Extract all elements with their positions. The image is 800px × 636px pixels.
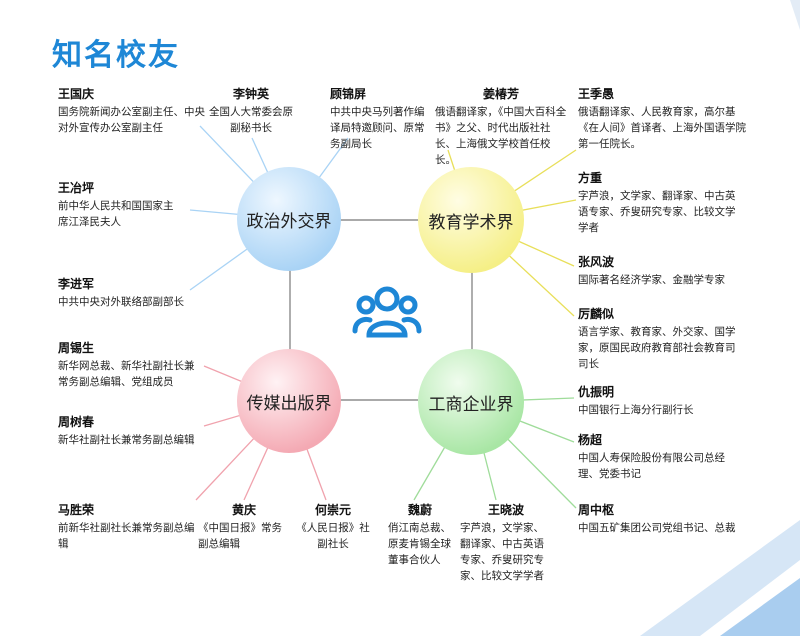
alumnus-title: 中共中央对外联络部副部长 <box>58 296 184 308</box>
alumnus-title: 《人民日报》社副社长 <box>296 522 370 550</box>
alumnus-title: 中共中央马列著作编译局特邀顾问、原常务副局长 <box>330 106 425 150</box>
alumnus-title: 俏江南总裁、原麦肯锡全球董事合伙人 <box>388 522 451 566</box>
alumnus-name: 黄庆 <box>231 503 256 517</box>
alumnus-title: 俄语翻译家，《中国大百科全书》之父、时代出版社社长、上海俄文学校首任校长。 <box>435 106 567 166</box>
category-business: 工商企业界 <box>418 349 524 455</box>
alumnus-ma-shengrong: 马胜荣 前新华社副社长兼常务副总编辑 <box>58 502 198 552</box>
category-politics: 政治外交界 <box>237 167 341 271</box>
alumnus-name: 姜椿芳 <box>482 87 519 101</box>
alumnus-title: 新华社副社长兼常务副总编辑 <box>58 434 195 446</box>
alumnus-title: 前新华社副社长兼常务副总编辑 <box>58 522 195 550</box>
alumnus-yang-chao: 杨超 中国人寿保险股份有限公司总经理、党委书记 <box>578 432 738 482</box>
alumnus-li-jinjun: 李进军 中共中央对外联络部副部长 <box>58 276 208 310</box>
alumnus-title: 新华网总裁、新华社副社长兼常务副总编辑、党组成员 <box>58 360 195 388</box>
alumnus-name: 王国庆 <box>58 87 95 101</box>
alumnus-name: 周中枢 <box>578 503 615 517</box>
alumnus-name: 方重 <box>578 171 603 185</box>
alumnus-title: 全国人大常委会原副秘书长 <box>209 106 293 134</box>
alumnus-name: 杨超 <box>578 433 603 447</box>
alumnus-name: 厉麟似 <box>578 307 615 321</box>
alumnus-wang-yeping: 王冶坪 前中华人民共和国国家主席江泽民夫人 <box>58 180 182 230</box>
alumnus-li-zhongying: 李钟英 全国人大常委会原副秘书长 <box>208 86 294 136</box>
alumnus-title: 俄语翻译家、人民教育家，高尔基《在人间》首译者、上海外国语学院第一任院长。 <box>578 106 746 150</box>
alumnus-wang-guoqing: 王国庆 国务院新闻办公室副主任、中央对外宣传办公室副主任 <box>58 86 208 136</box>
alumnus-title: 中国人寿保险股份有限公司总经理、党委书记 <box>578 452 725 480</box>
alumnus-wei-wei: 魏蔚 俏江南总裁、原麦肯锡全球董事合伙人 <box>388 502 452 568</box>
category-label: 工商企业界 <box>428 394 514 415</box>
alumnus-name: 马胜荣 <box>58 503 95 517</box>
alumnus-title: 国务院新闻办公室副主任、中央对外宣传办公室副主任 <box>58 106 205 134</box>
alumnus-huang-qing: 黄庆 《中国日报》常务副总编辑 <box>198 502 290 552</box>
alumnus-name: 李进军 <box>58 277 95 291</box>
alumnus-name: 王季愚 <box>578 87 615 101</box>
alumnus-name: 魏蔚 <box>407 503 432 517</box>
alumnus-name: 何崇元 <box>314 503 351 517</box>
people-group-icon <box>352 286 422 338</box>
alumnus-title: 字芦浪，文学家、翻译家、中古英语专家、乔叟研究专家、比较文学学者 <box>578 190 736 234</box>
page-title: 知名校友 <box>52 38 180 73</box>
alumnus-zhou-zhongshu: 周中枢 中国五矿集团公司党组书记、总裁 <box>578 502 744 536</box>
alumnus-name: 张风波 <box>578 255 615 269</box>
category-label: 教育学术界 <box>428 212 514 233</box>
alumnus-name: 王冶坪 <box>58 181 95 195</box>
alumnus-name: 周锡生 <box>58 341 95 355</box>
alumnus-title: 《中国日报》常务副总编辑 <box>198 522 282 550</box>
alumnus-title: 中国银行上海分行副行长 <box>578 404 694 416</box>
alumnus-title: 中国五矿集团公司党组书记、总裁 <box>578 522 736 534</box>
alumnus-name: 仇振明 <box>578 385 615 399</box>
category-education: 教育学术界 <box>418 167 524 273</box>
alumnus-gu-jinping: 顾锦屏 中共中央马列著作编译局特邀顾问、原常务副局长 <box>330 86 426 152</box>
corner-stripe-top <box>790 0 800 30</box>
alumnus-zhou-shuchun: 周树春 新华社副社长兼常务副总编辑 <box>58 414 198 448</box>
alumnus-zhang-fengbo: 张风波 国际著名经济学家、金融学专家 <box>578 254 748 288</box>
alumnus-title: 国际著名经济学家、金融学专家 <box>578 274 725 286</box>
corner-stripe-bottom-2 <box>720 578 800 636</box>
alumnus-title: 字芦浪，文学家、翻译家、中古英语专家、乔叟研究专家、比较文学学者 <box>460 522 544 582</box>
alumnus-name: 王晓波 <box>487 503 524 517</box>
alumnus-name: 顾锦屏 <box>330 87 367 101</box>
category-media: 传媒出版界 <box>237 349 341 453</box>
alumnus-wang-xiaobo: 王晓波 字芦浪，文学家、翻译家、中古英语专家、乔叟研究专家、比较文学学者 <box>460 502 552 584</box>
alumnus-fang-zhong: 方重 字芦浪，文学家、翻译家、中古英语专家、乔叟研究专家、比较文学学者 <box>578 170 744 236</box>
alumnus-name: 李钟英 <box>232 87 269 101</box>
alumnus-zhou-xisheng: 周锡生 新华网总裁、新华社副社长兼常务副总编辑、党组成员 <box>58 340 204 390</box>
alumnus-name: 周树春 <box>58 415 95 429</box>
alumnus-li-linsi: 厉麟似 语言学家、教育家、外交家、国学家，原国民政府教育部社会教育司司长 <box>578 306 744 372</box>
alumnus-title: 前中华人民共和国国家主席江泽民夫人 <box>58 200 174 228</box>
category-label: 传媒出版界 <box>246 393 332 414</box>
alumnus-he-chongyuan: 何崇元 《人民日报》社副社长 <box>292 502 374 552</box>
category-label: 政治外交界 <box>246 211 332 232</box>
alumnus-title: 语言学家、教育家、外交家、国学家，原国民政府教育部社会教育司司长 <box>578 326 736 370</box>
alumnus-qiu-zhenming: 仇振明 中国银行上海分行副行长 <box>578 384 744 418</box>
alumnus-wang-jiyu: 王季愚 俄语翻译家、人民教育家，高尔基《在人间》首译者、上海外国语学院第一任院长… <box>578 86 748 152</box>
alumnus-jiang-chunfang: 姜椿芳 俄语翻译家，《中国大百科全书》之父、时代出版社社长、上海俄文学校首任校长… <box>435 86 567 168</box>
corner-stripe-bottom-1 <box>640 520 800 636</box>
